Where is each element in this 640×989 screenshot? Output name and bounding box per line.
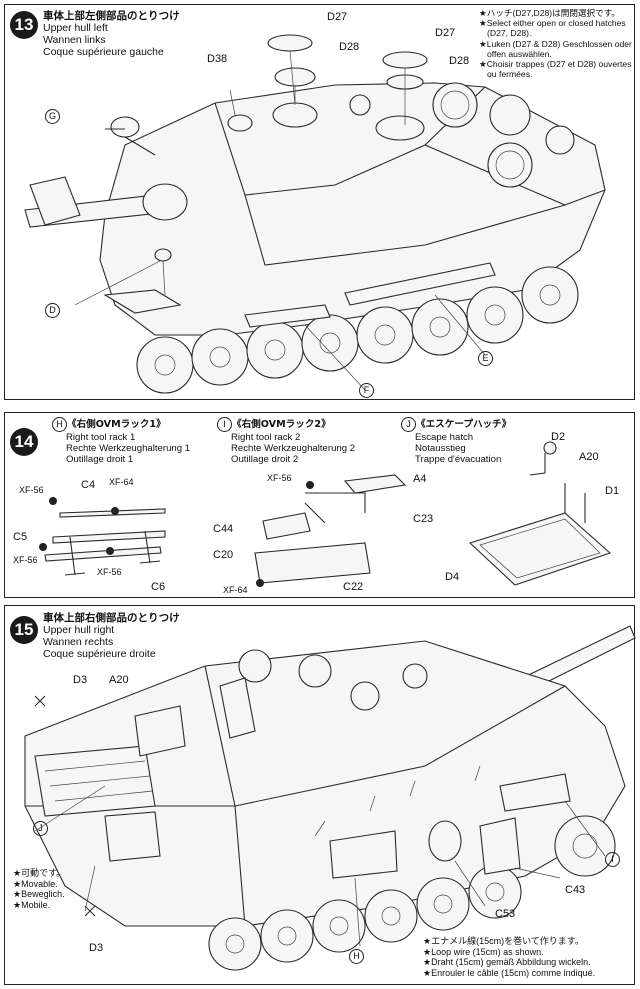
hatch-note-en-1: ★Select either open or closed hatches bbox=[479, 18, 626, 29]
tool-rack-1-titles: H《右側OVMラック1》 Right tool rack 1 Rechte We… bbox=[52, 417, 190, 466]
label-c20: C20 bbox=[213, 549, 234, 561]
step-14-parts-drawing bbox=[39, 441, 612, 587]
label-xf56-b: XF-56 bbox=[13, 555, 38, 565]
label-d4: D4 bbox=[445, 571, 460, 583]
step-15-title-de: Wannen rechts bbox=[43, 636, 114, 648]
tool-rack-2-titles: I《右側OVMラック2》 Right tool rack 2 Rechte We… bbox=[217, 417, 355, 466]
tool-rack-2-en: Right tool rack 2 bbox=[231, 432, 301, 443]
step-number-14: 14 bbox=[10, 428, 38, 456]
hatch-note-en-2: (D27, D28). bbox=[487, 28, 532, 39]
step-15-title-en: Upper hull right bbox=[43, 624, 115, 636]
label-d27-b: D27 bbox=[435, 27, 456, 39]
hatch-note-de-1: ★Luken (D27 & D28) Geschlossen oder bbox=[479, 38, 632, 49]
step-13-hull-drawing bbox=[24, 34, 606, 394]
label-g-marker: G bbox=[45, 109, 60, 124]
step-15-title-fr: Coque supérieure droite bbox=[43, 648, 156, 660]
label-i: I bbox=[605, 852, 620, 867]
movable-note-en: ★Movable. bbox=[13, 878, 58, 889]
label-h: H bbox=[349, 949, 364, 964]
hatch-note-jp: ★ハッチ(D27,D28)は開閉選択です。 bbox=[479, 8, 621, 18]
label-d: D bbox=[45, 303, 60, 318]
step-15-hull-drawing bbox=[24, 625, 636, 971]
wire-note-fr: ★Enrouler le câble (15cm) comme indiqué. bbox=[423, 967, 596, 978]
tool-rack-1-jp: 《右側OVMラック1》 bbox=[67, 419, 166, 430]
label-a20: A20 bbox=[109, 674, 129, 686]
marker-j: J bbox=[401, 417, 416, 432]
label-e-marker: E bbox=[478, 351, 493, 366]
label-xf64-b: XF-64 bbox=[223, 585, 248, 595]
step-15-panel: 15 車体上部右側部品のとりつけ Upper hull right Wannen… bbox=[4, 605, 636, 985]
tool-rack-2-de: Rechte Werkzeughalterung 2 bbox=[231, 443, 356, 455]
step-number-13: 13 bbox=[10, 11, 38, 39]
label-d-marker: D bbox=[45, 303, 60, 318]
movable-note-fr: ★Mobile. bbox=[13, 899, 51, 910]
label-d3-b: D3 bbox=[89, 942, 104, 954]
hatch-note-fr-1: ★Choisir trappes (D27 et D28) ouvertes bbox=[479, 59, 632, 70]
escape-hatch-titles: J《エスケープハッチ》 Escape hatch Notausstieg Tra… bbox=[401, 417, 511, 466]
label-d28-b: D28 bbox=[449, 55, 470, 67]
label-d2: D2 bbox=[551, 431, 566, 443]
tool-rack-2-jp: 《右側OVMラック2》 bbox=[232, 419, 331, 430]
label-c6: C6 bbox=[151, 581, 166, 593]
step-13-title-fr: Coque supérieure gauche bbox=[43, 46, 164, 58]
label-f-marker: F bbox=[359, 383, 374, 398]
wire-note-de: ★Draht (15cm) gemäß Abbildung wickeln. bbox=[423, 957, 591, 967]
label-c5: C5 bbox=[13, 531, 28, 543]
hatch-note-de-2: offen auswählen. bbox=[487, 48, 552, 59]
label-g: G bbox=[45, 109, 60, 124]
tool-rack-1-de: Rechte Werkzeughalterung 1 bbox=[66, 443, 191, 455]
label-d27-a: D27 bbox=[327, 11, 348, 23]
label-xf56-d: XF-56 bbox=[267, 473, 292, 483]
movable-note-de: ★Beweglich. bbox=[13, 889, 65, 899]
label-j-marker: J bbox=[33, 821, 48, 836]
label-c4: C4 bbox=[81, 479, 96, 491]
marker-h: H bbox=[52, 417, 67, 432]
step-15-title-jp: 車体上部右側部品のとりつけ bbox=[43, 612, 180, 624]
step-number-15: 15 bbox=[10, 616, 38, 644]
step-13-title-jp: 車体上部左側部品のとりつけ bbox=[43, 10, 180, 22]
label-h-marker: H bbox=[349, 949, 364, 964]
movable-note: ★可動です。 ★Movable. ★Beweglich. ★Mobile. bbox=[13, 868, 65, 910]
label-c22: C22 bbox=[343, 581, 364, 593]
label-xf56-a: XF-56 bbox=[19, 485, 44, 495]
escape-hatch-en: Escape hatch bbox=[415, 432, 474, 443]
movable-note-jp: ★可動です。 bbox=[13, 868, 66, 878]
label-c43: C43 bbox=[565, 884, 586, 896]
wire-note: ★エナメル線(15cm)を巻いて作ります。 ★Loop wire (15cm) … bbox=[423, 936, 595, 978]
label-d38: D38 bbox=[207, 53, 228, 65]
step-13-title-en: Upper hull left bbox=[43, 22, 108, 34]
tool-rack-2-fr: Outillage droit 2 bbox=[231, 454, 299, 466]
marker-i: I bbox=[217, 417, 232, 432]
label-a20: A20 bbox=[579, 451, 599, 463]
label-d3-a: D3 bbox=[73, 674, 88, 686]
label-i-marker: I bbox=[605, 852, 620, 867]
label-e: E bbox=[478, 351, 493, 366]
step-15-titles: 車体上部右側部品のとりつけ Upper hull right Wannen re… bbox=[43, 612, 180, 660]
step-14-panel: 14 H《右側OVMラック1》 Right tool rack 1 Rechte… bbox=[4, 412, 635, 598]
escape-hatch-fr: Trappe d'évacuation bbox=[415, 454, 502, 466]
escape-hatch-de: Notausstieg bbox=[415, 443, 466, 455]
label-j: J bbox=[33, 821, 48, 836]
step-13-titles: 車体上部左側部品のとりつけ Upper hull left Wannen lin… bbox=[43, 10, 180, 58]
label-c44: C44 bbox=[213, 523, 234, 535]
hatch-note: ★ハッチ(D27,D28)は開閉選択です。 ★Select either ope… bbox=[479, 8, 632, 79]
tool-rack-1-fr: Outillage droit 1 bbox=[66, 454, 134, 466]
label-c53: C53 bbox=[495, 908, 516, 920]
label-a4: A4 bbox=[413, 473, 427, 485]
label-d28-a: D28 bbox=[339, 41, 360, 53]
label-xf64-a: XF-64 bbox=[109, 477, 134, 487]
label-xf56-c: XF-56 bbox=[97, 567, 122, 577]
label-f: F bbox=[359, 383, 374, 398]
wire-note-jp: ★エナメル線(15cm)を巻いて作ります。 bbox=[423, 936, 584, 946]
step-13-panel: 13 車体上部左側部品のとりつけ Upper hull left Wannen … bbox=[4, 4, 635, 400]
hatch-note-fr-2: ou fermées. bbox=[487, 69, 533, 80]
label-c23: C23 bbox=[413, 513, 434, 525]
wire-note-en: ★Loop wire (15cm) as shown. bbox=[423, 946, 544, 957]
step-13-title-de: Wannen links bbox=[43, 34, 106, 46]
label-d1: D1 bbox=[605, 485, 620, 497]
escape-hatch-jp: 《エスケープハッチ》 bbox=[416, 419, 512, 430]
tool-rack-1-en: Right tool rack 1 bbox=[66, 432, 136, 443]
